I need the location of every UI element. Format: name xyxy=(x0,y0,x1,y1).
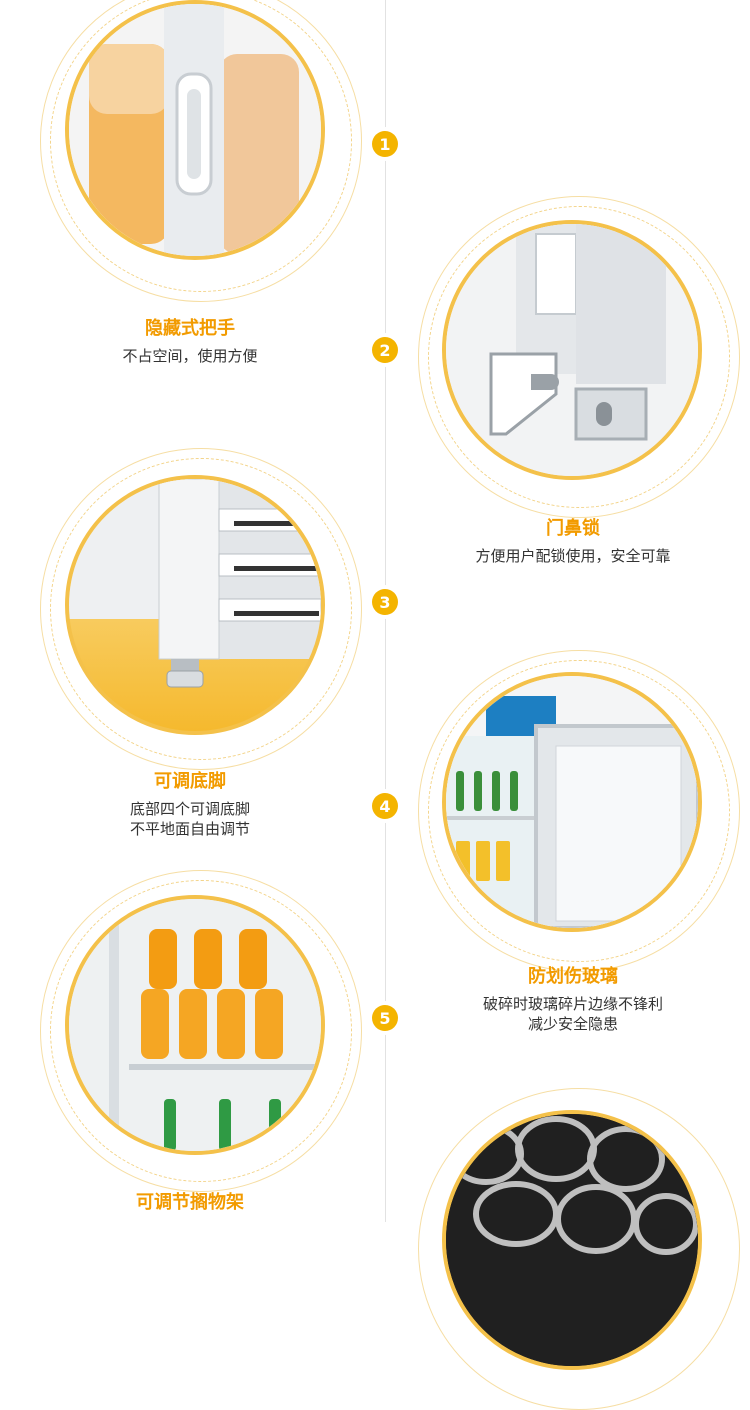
step-number: 1 xyxy=(379,134,391,154)
step-number: 5 xyxy=(379,1008,391,1028)
feature-title: 防划伤玻璃 xyxy=(528,966,618,987)
photo-adjustable-shelves xyxy=(65,895,325,1155)
microstructure-illustration xyxy=(446,1114,698,1366)
feature-title: 可调底脚 xyxy=(154,771,226,792)
step-number: 4 xyxy=(379,796,391,816)
photo-glass-microstructure xyxy=(442,1110,702,1370)
glass-illustration xyxy=(446,676,698,928)
step-number: 2 xyxy=(379,340,391,360)
feet-illustration xyxy=(69,479,321,731)
photo-door-lock xyxy=(442,220,702,480)
lock-illustration xyxy=(446,224,698,476)
feature-title: 门鼻锁 xyxy=(546,518,600,539)
feature-title: 隐藏式把手 xyxy=(145,318,235,339)
step-marker-5: 5 xyxy=(372,1005,398,1031)
feature-hidden-handle: 隐藏式把手 不占空间，使用方便 xyxy=(30,318,350,366)
handle-illustration xyxy=(69,4,321,256)
feature-desc: 破碎时玻璃碎片边缘不锋利 减少安全隐患 xyxy=(482,995,663,1033)
feature-adjustable-shelves: 可调节搁物架 xyxy=(30,1192,350,1214)
step-number: 3 xyxy=(379,592,391,612)
feature-adjustable-feet: 可调底脚 底部四个可调底脚 不平地面自由调节 xyxy=(30,771,350,839)
feature-title: 可调节搁物架 xyxy=(136,1192,244,1213)
step-marker-3: 3 xyxy=(372,589,398,615)
photo-hidden-handle xyxy=(65,0,325,260)
feature-desc: 方便用户配锁使用，安全可靠 xyxy=(475,547,671,565)
step-marker-4: 4 xyxy=(372,793,398,819)
step-marker-2: 2 xyxy=(372,337,398,363)
photo-adjustable-feet xyxy=(65,475,325,735)
feature-desc: 底部四个可调底脚 不平地面自由调节 xyxy=(129,800,250,838)
step-marker-1: 1 xyxy=(372,131,398,157)
shelf-illustration xyxy=(69,899,321,1151)
feature-anti-scratch-glass: 防划伤玻璃 破碎时玻璃碎片边缘不锋利 减少安全隐患 xyxy=(413,966,733,1034)
photo-glass-door xyxy=(442,672,702,932)
feature-desc: 不占空间，使用方便 xyxy=(122,347,258,365)
feature-door-lock: 门鼻锁 方便用户配锁使用，安全可靠 xyxy=(413,518,733,566)
